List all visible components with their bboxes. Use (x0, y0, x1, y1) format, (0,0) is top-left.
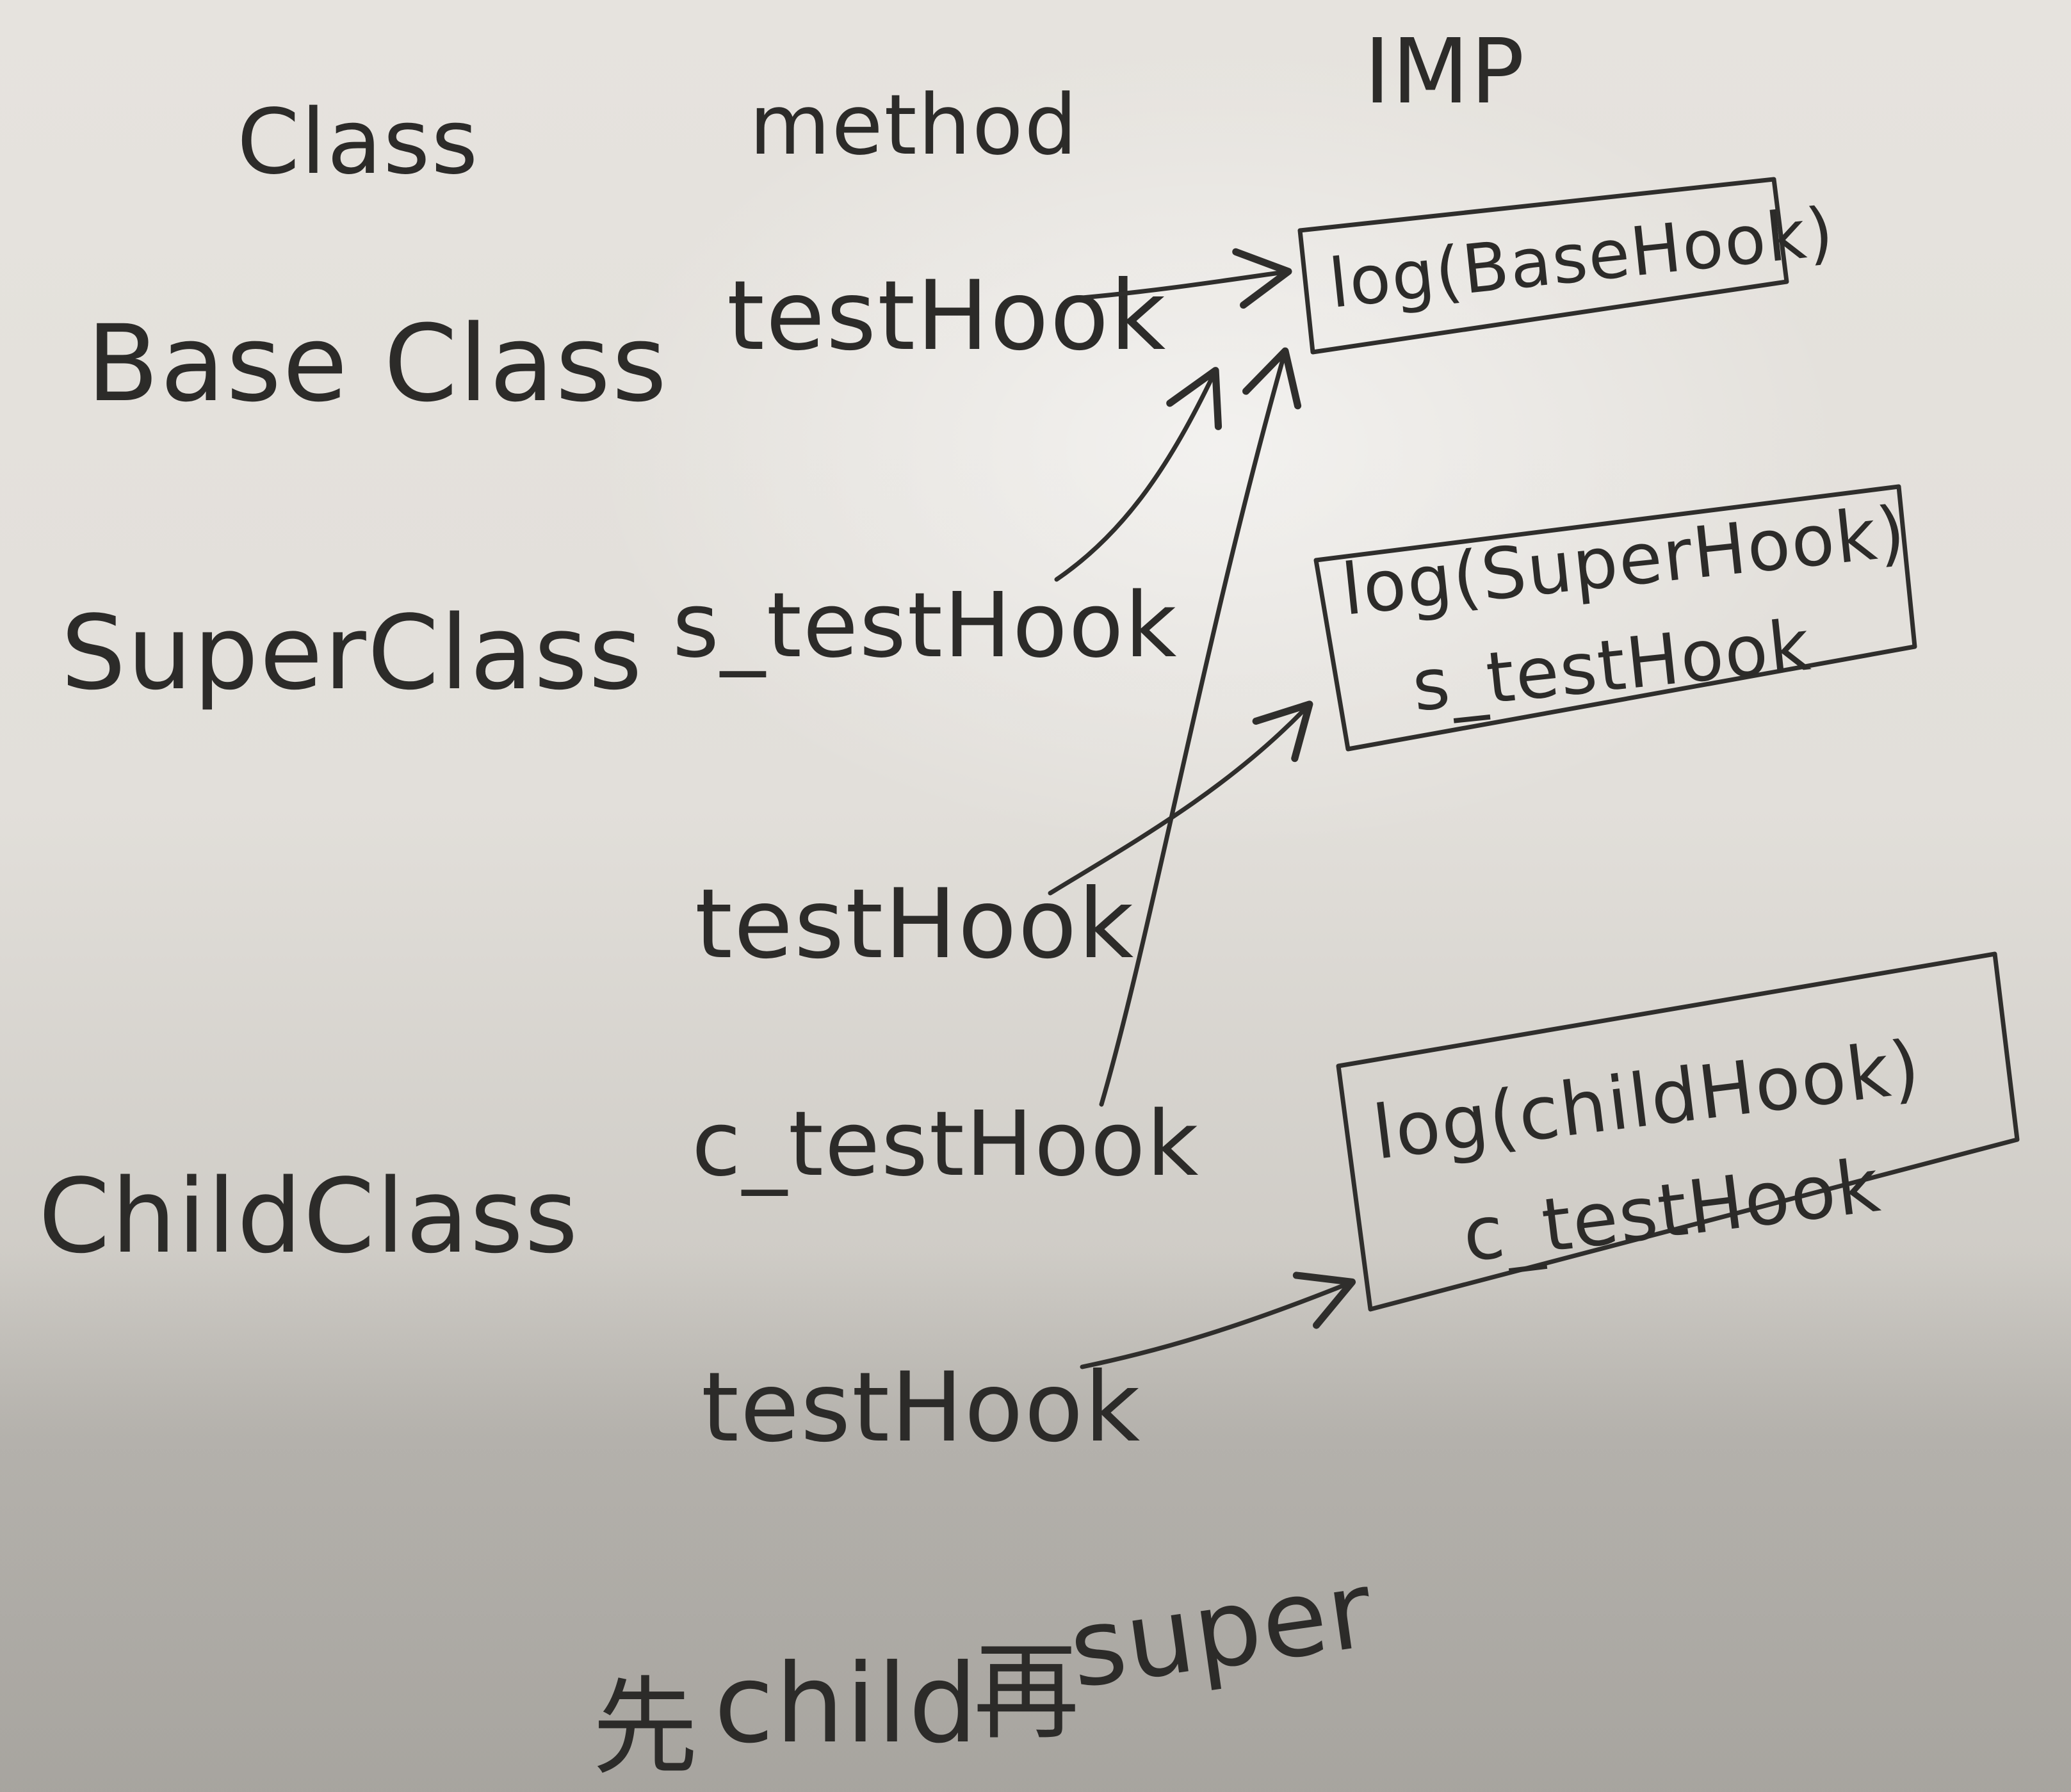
imp-box-super (1313, 484, 1917, 752)
class-super: SuperClass (61, 593, 644, 713)
class-base: Base Class (86, 302, 668, 425)
method-super-testhook: testHook (695, 869, 1135, 980)
header-imp: IMP (1364, 20, 1526, 124)
header-method: method (749, 76, 1078, 174)
arrow-child-c-testhook-to-base-imp (1099, 347, 1302, 1107)
header-class: Class (237, 90, 479, 195)
imp-child-line2: c_testHook (1458, 1143, 1885, 1279)
imp-box-base (1297, 177, 1789, 355)
footer-child: child (714, 1641, 979, 1768)
arrow-super-s-testhook-to-base-imp (1054, 367, 1222, 582)
footer-middle: 再 (973, 1631, 1080, 1754)
footer-prefix: 先 (592, 1666, 699, 1789)
method-child-testhook: testHook (701, 1352, 1141, 1464)
class-child: ChildClass (38, 1156, 580, 1276)
method-child-c-testhook: c_testHook (692, 1092, 1200, 1197)
arrow-base-testhook-to-base-imp (1080, 248, 1292, 309)
arrow-super-testhook-to-super-imp (1048, 700, 1313, 896)
imp-base-line1: log(BaseHook) (1326, 193, 1838, 323)
imp-super-line2: s_testHook (1408, 604, 1815, 727)
method-base-testhook: testHook (727, 261, 1167, 372)
method-super-s-testhook: s_testHook (672, 574, 1178, 678)
footer-super: super (1062, 1547, 1381, 1711)
arrow-child-testhook-to-child-imp (1080, 1271, 1356, 1369)
imp-super-line1: log(SuperHook) (1338, 490, 1910, 631)
imp-box-child (1336, 951, 2020, 1312)
